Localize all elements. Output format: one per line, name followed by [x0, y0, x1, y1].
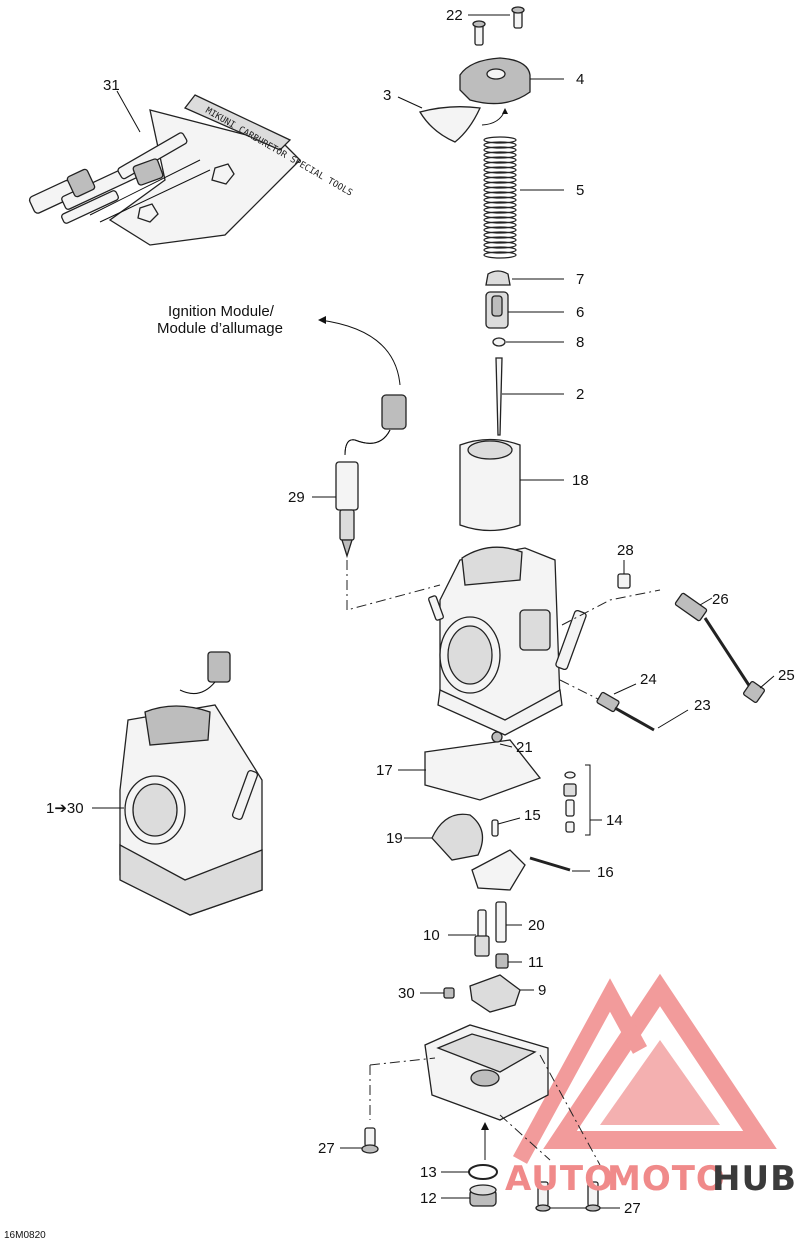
callout-3: 3 — [383, 87, 391, 104]
callout-11: 11 — [528, 954, 544, 971]
watermark-word-hub: HUB — [712, 1159, 797, 1199]
spring-coil — [483, 161, 517, 169]
drain-parts: 27 13 12 27 — [318, 1127, 641, 1217]
figure-ref-code: 16M0820 — [4, 1230, 46, 1241]
callout-22: 22 — [446, 7, 463, 24]
callout-29: 29 — [288, 489, 305, 506]
needle-parts: 7 6 8 2 — [485, 270, 584, 436]
spring-coil — [483, 186, 517, 194]
assembly-label: 1➔30 — [46, 800, 84, 817]
callout-27-left: 27 — [318, 1140, 335, 1157]
throttle-sensor: 29 Ignition Module/ Module d’allumage — [157, 303, 407, 559]
spring-coil — [483, 141, 517, 149]
watermark-text: AUTO MOTO HUB — [505, 1159, 797, 1199]
callout-27-right: 27 — [624, 1200, 641, 1217]
spring-coil — [483, 211, 517, 219]
watermark-logo — [512, 973, 777, 1164]
callout-30: 30 — [398, 985, 415, 1002]
special-tools-kit: MIKUNI CARBURETOR SPECIAL TOOLS 31 — [28, 77, 354, 246]
spring-coil — [483, 136, 517, 144]
spring-coil — [483, 181, 517, 189]
watermark-word-auto: AUTO — [505, 1159, 614, 1199]
callout-6: 6 — [576, 304, 584, 321]
spring-coil — [483, 156, 517, 164]
callout-20: 20 — [528, 917, 545, 934]
carburetor-body — [346, 546, 661, 736]
side-screws: 28 26 25 24 23 — [596, 542, 795, 732]
callout-10: 10 — [423, 927, 440, 944]
spring-coil — [483, 236, 517, 244]
callout-8: 8 — [576, 334, 584, 351]
spring-coil — [483, 246, 517, 254]
float-bowl — [369, 1024, 601, 1166]
top-cap-group: 22 4 3 — [383, 6, 584, 143]
float-assembly: 15 16 19 — [386, 807, 614, 891]
spring — [483, 136, 517, 259]
callout-19: 19 — [386, 830, 403, 847]
complete-carburetor: 1➔30 — [46, 651, 263, 916]
throttle-slide: 18 — [459, 438, 589, 532]
callout-24: 24 — [640, 671, 657, 688]
spring-coil — [483, 241, 517, 249]
spring-coil — [483, 231, 517, 239]
spring-coil — [483, 151, 517, 159]
spring-coil — [483, 171, 517, 179]
callout-31: 31 — [103, 77, 120, 94]
callout-17: 17 — [376, 762, 393, 779]
spring-coil — [483, 191, 517, 199]
callout-7: 7 — [576, 271, 584, 288]
callout-4: 4 — [576, 71, 584, 88]
ignition-label-en: Ignition Module/ — [168, 303, 275, 320]
callout-2: 2 — [576, 386, 584, 403]
spring-coil — [483, 216, 517, 224]
spring-coil — [483, 176, 517, 184]
callout-25: 25 — [778, 667, 795, 684]
callout-15: 15 — [524, 807, 541, 824]
jets: 10 20 11 — [423, 901, 545, 971]
callout-21: 21 — [516, 739, 533, 756]
spring-coil — [483, 166, 517, 174]
spring-coil — [483, 206, 517, 214]
watermark-word-moto: MOTO — [607, 1159, 726, 1199]
callout-5: 5 — [576, 182, 584, 199]
spring-coil — [483, 201, 517, 209]
float-lever: 9 30 — [398, 974, 546, 1013]
spring-coil — [483, 221, 517, 229]
callout-13: 13 — [420, 1164, 437, 1181]
callout-9: 9 — [538, 982, 546, 999]
callout-26: 26 — [712, 591, 729, 608]
callout-12: 12 — [420, 1190, 437, 1207]
spring-coil — [483, 146, 517, 154]
callout-14: 14 — [606, 812, 623, 829]
spring-coil — [483, 196, 517, 204]
callout-16: 16 — [597, 864, 614, 881]
callout-18: 18 — [572, 472, 589, 489]
float-chamber-gasket: 21 17 14 — [376, 731, 623, 836]
ignition-label-fr: Module d’allumage — [157, 320, 283, 337]
callout-23: 23 — [694, 697, 711, 714]
spring-coil — [483, 251, 517, 259]
spring-coil — [483, 226, 517, 234]
callout-28: 28 — [617, 542, 634, 559]
